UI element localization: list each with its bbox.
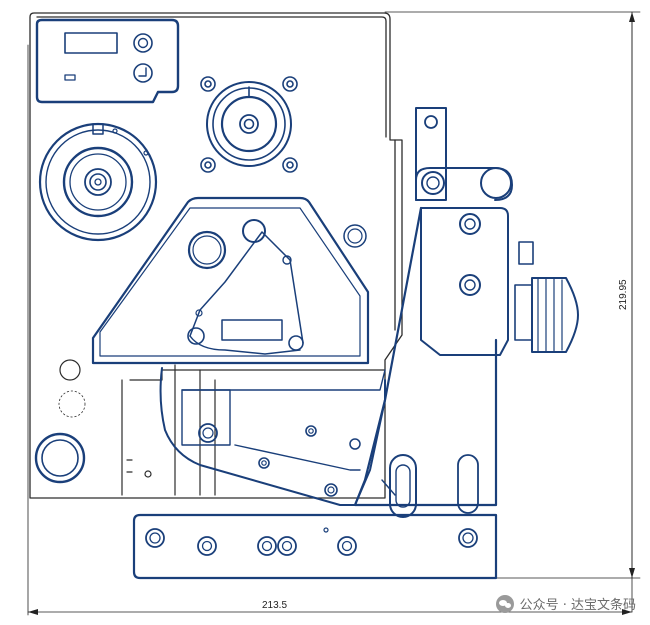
control-panel xyxy=(35,18,180,104)
tension-knob xyxy=(514,241,579,353)
guide-roller-right xyxy=(288,335,304,351)
wechat-icon xyxy=(495,594,514,613)
indicator-led xyxy=(64,74,76,81)
watermark: 公众号 · 达宝文条码 xyxy=(495,594,636,613)
arm-pivot-right xyxy=(480,167,512,199)
mounting-bar xyxy=(132,513,498,580)
label-path-plate xyxy=(91,196,370,365)
dimension-lines xyxy=(27,11,641,616)
peel-plate xyxy=(159,367,386,506)
panel-button-top xyxy=(133,33,153,53)
watermark-text: 公众号 · 达宝文条码 xyxy=(519,598,636,613)
guide-roller-left xyxy=(187,327,205,345)
slot-guide xyxy=(381,454,479,518)
adjustment-arm xyxy=(353,107,513,507)
roller-assembly xyxy=(200,76,298,173)
back-plate xyxy=(29,12,403,499)
supply-reel xyxy=(38,122,158,242)
display-screen xyxy=(64,32,118,54)
peel-roller xyxy=(198,423,218,443)
height-dimension-label: 219.95 xyxy=(618,279,629,310)
guide-roller-top xyxy=(242,219,266,243)
width-dimension-label: 213.5 xyxy=(262,600,287,611)
speaker-grille xyxy=(58,390,86,418)
lower-body xyxy=(34,359,386,496)
panel-button-bottom xyxy=(133,63,153,83)
arm-pivot-left xyxy=(421,171,445,195)
guide-roller-large xyxy=(187,230,227,270)
power-knob xyxy=(34,432,86,484)
